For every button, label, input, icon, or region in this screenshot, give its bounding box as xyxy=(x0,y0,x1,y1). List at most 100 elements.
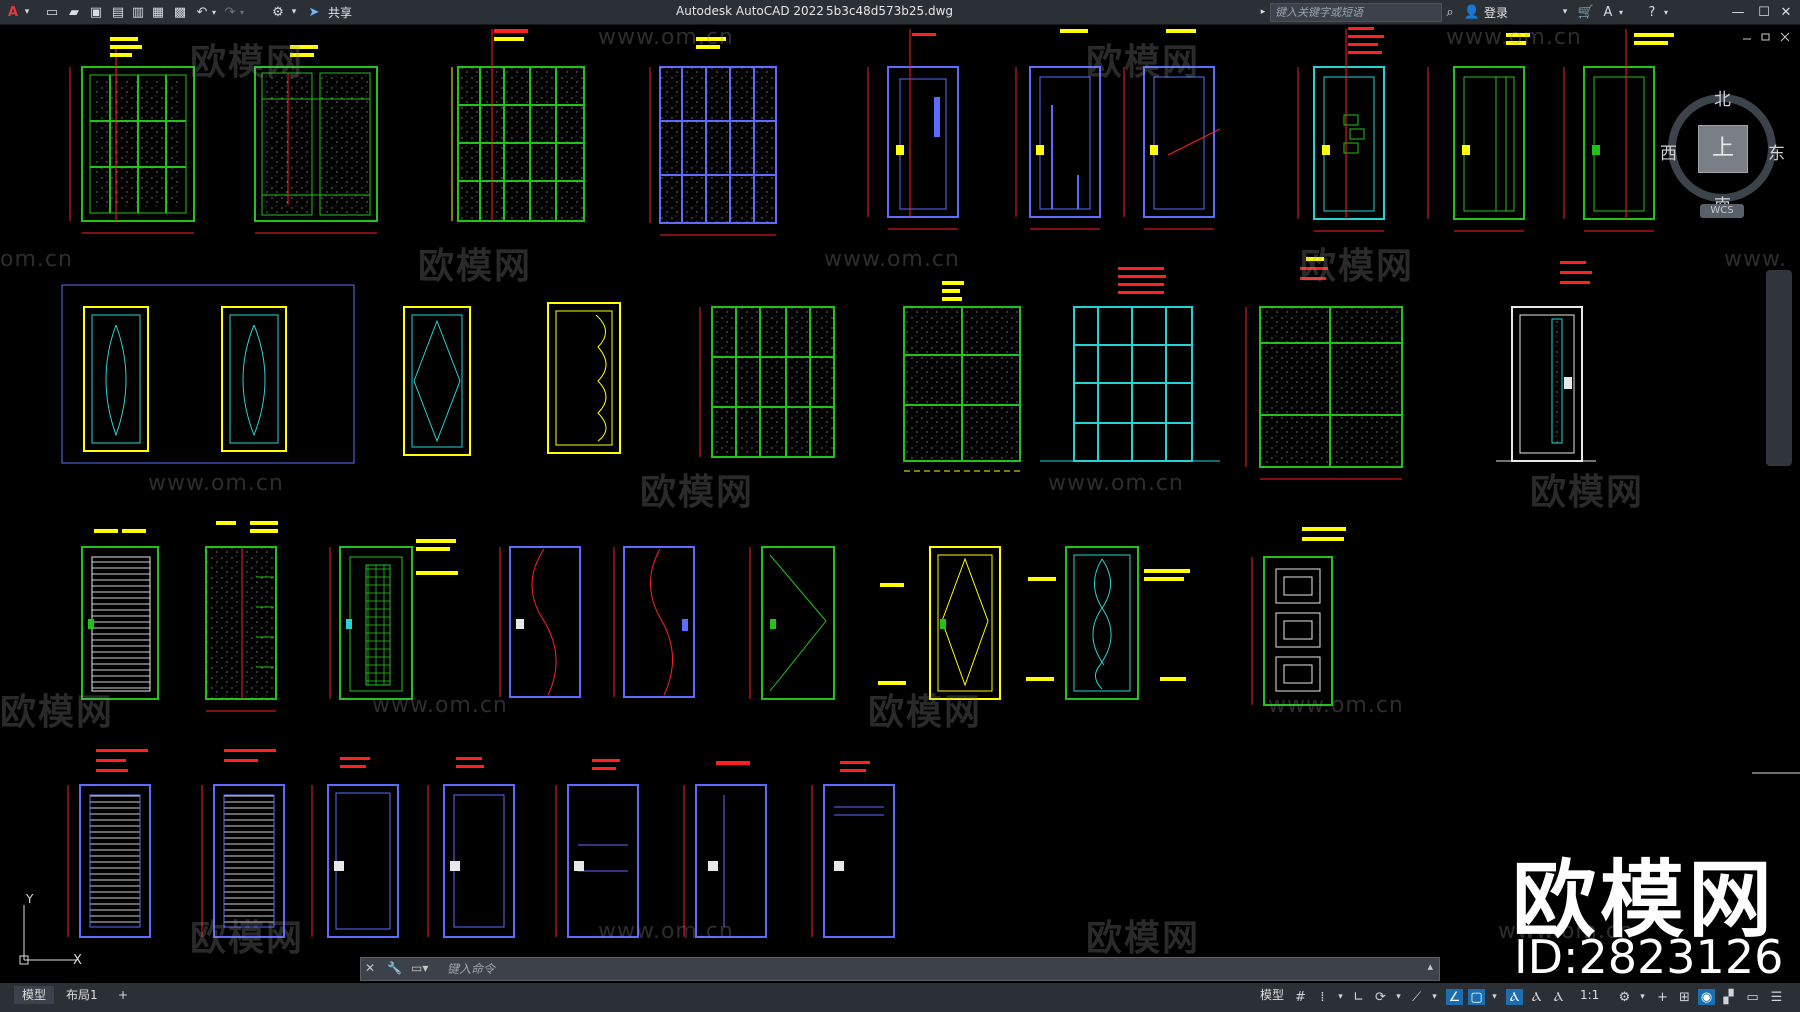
isodraft-icon[interactable]: ⟋ xyxy=(1411,989,1422,1005)
door-elevation-r1-5 xyxy=(867,29,959,230)
viewcube-ring xyxy=(1668,94,1776,202)
status-bar: 模型 布局1 + 模型 # ⁞ ▾ ∟ ⟳ ▾ ⟋ ▾ ∠ ▢ ▾ Ⲁ Ⲁ Ⲁ … xyxy=(0,983,1800,1012)
wcs-button[interactable]: WCS xyxy=(1700,204,1744,218)
door-elevation-r1-8 xyxy=(1297,27,1385,232)
drawing-canvas[interactable]: Y X 欧模网 欧模网 欧模网 欧模网 欧模网 欧模网 欧模网 欧模网 欧模网 … xyxy=(0,25,1800,983)
undo-icon[interactable]: ↶ xyxy=(196,4,208,20)
close-icon[interactable]: ✕ xyxy=(1780,4,1792,20)
door-elevation-r4-6 xyxy=(683,761,767,938)
auto-scale-icon[interactable]: Ⲁ xyxy=(1531,989,1542,1005)
door-elevation-r3-8 xyxy=(1065,546,1190,700)
grid-display-icon[interactable]: # xyxy=(1295,989,1306,1005)
viewcube-north-label[interactable]: 北 xyxy=(1714,90,1731,110)
add-layout-button[interactable]: + xyxy=(118,988,129,1002)
watermark-url-partial: om.cn xyxy=(0,247,73,272)
maximize-icon[interactable]: ☐ xyxy=(1758,4,1770,20)
redo-dropdown-icon[interactable]: ▾ xyxy=(239,7,244,17)
share-label[interactable]: 共享 xyxy=(328,6,353,20)
customization-menu-icon[interactable]: ☰ xyxy=(1770,989,1783,1005)
drawing-svg: Y X xyxy=(19,27,1800,968)
tab-layout1[interactable]: 布局1 xyxy=(66,988,98,1002)
door-elevation-r3-7 xyxy=(929,546,1056,700)
app-menu-chevron-icon[interactable]: ▾ xyxy=(24,7,30,17)
user-icon[interactable]: 👤 xyxy=(1463,4,1481,20)
redo-icon[interactable]: ↷ xyxy=(224,4,236,20)
snap-mode-icon[interactable]: ⁞ xyxy=(1320,989,1325,1005)
door-elevation-r3-1 xyxy=(81,529,159,700)
help-icon[interactable]: ? xyxy=(1648,4,1656,20)
command-input[interactable]: 键入命令 xyxy=(447,962,496,976)
new-file-icon[interactable]: ▭ xyxy=(45,4,59,20)
viewcube-top-face[interactable]: 上 xyxy=(1698,125,1748,173)
viewcube[interactable]: 北 南 西 东 上 WCS xyxy=(1658,70,1788,220)
plot-icon[interactable]: ▩ xyxy=(173,4,187,20)
polar-dropdown-icon[interactable]: ▾ xyxy=(1396,992,1401,1002)
model-space-toggle[interactable]: 模型 xyxy=(1260,988,1285,1002)
app-store-icon[interactable]: A xyxy=(1603,4,1613,20)
annotation-visibility-icon[interactable]: Ⲁ xyxy=(1506,989,1523,1005)
workspace-icon[interactable]: ⚙ xyxy=(272,4,284,20)
app-store-dropdown-icon[interactable]: ▾ xyxy=(1618,7,1623,17)
navigation-bar[interactable] xyxy=(1766,270,1792,466)
door-elevation-r1-3 xyxy=(451,29,585,222)
customize-toolbar-icon[interactable]: ▾ xyxy=(291,7,297,17)
watermark-url-partial-right: www. xyxy=(1724,247,1787,272)
brand-id-label: ID:2823126 xyxy=(1514,930,1784,983)
open-folder-icon[interactable]: ▰ xyxy=(69,4,79,20)
object-snap-icon[interactable]: ▢ xyxy=(1468,989,1485,1005)
command-line[interactable]: ✕ 🔧 ▭▾ 键入命令 ▴ xyxy=(360,957,1440,981)
watermark-text: 欧模网 xyxy=(868,692,983,733)
viewcube-east-label[interactable]: 东 xyxy=(1768,144,1785,164)
snap-dropdown-icon[interactable]: ▾ xyxy=(1338,992,1343,1002)
tab-model[interactable]: 模型 xyxy=(14,986,55,1004)
door-elevation-r2-5 xyxy=(903,281,1021,472)
watermark-text: 欧模网 xyxy=(0,692,115,733)
minimize-icon[interactable]: — xyxy=(1731,4,1745,20)
title-bar: A ▾ ▭ ▰ ▣ ▤ ▥ ▦ ▩ ↶ ▾ ↷ ▾ ⚙ ▾ ➤ 共享 Autod… xyxy=(0,0,1800,25)
hardware-acceleration-icon[interactable]: ▞ xyxy=(1723,989,1734,1005)
save-icon[interactable]: ▣ xyxy=(89,4,103,20)
annotation-monitor-icon[interactable]: + xyxy=(1657,989,1668,1005)
save-web-icon[interactable]: ▦ xyxy=(151,4,165,20)
open-web-icon[interactable]: ▥ xyxy=(131,4,145,20)
watermark-url: www.om.cn xyxy=(372,693,508,718)
recent-commands-icon[interactable]: ▭▾ xyxy=(411,961,429,975)
save-as-icon[interactable]: ▤ xyxy=(111,4,125,20)
isodraft-dropdown-icon[interactable]: ▾ xyxy=(1432,992,1437,1002)
login-label[interactable]: 登录 xyxy=(1484,6,1509,20)
app-title: Autodesk AutoCAD 2022 xyxy=(676,4,824,18)
undo-dropdown-icon[interactable]: ▾ xyxy=(211,7,216,17)
help-dropdown-icon[interactable]: ▾ xyxy=(1663,7,1668,17)
door-elevation-r2-1 xyxy=(61,284,355,464)
watermark-text: 欧模网 xyxy=(1300,246,1415,287)
watermark-url: www.om.cn xyxy=(1268,693,1404,718)
door-elevation-r1-4 xyxy=(649,37,777,236)
door-elevation-r3-2 xyxy=(205,521,278,712)
login-dropdown-icon[interactable]: ▾ xyxy=(1562,7,1568,17)
command-line-close-icon[interactable]: ✕ xyxy=(365,961,376,975)
clean-screen-icon[interactable]: ▭ xyxy=(1746,989,1759,1005)
units-icon[interactable]: ⊞ xyxy=(1679,989,1690,1005)
watermark-url: www.om.cn xyxy=(1446,25,1582,50)
command-line-customize-icon[interactable]: 🔧 xyxy=(387,961,402,975)
command-history-chevron-icon[interactable]: ▴ xyxy=(1427,960,1433,973)
isolate-objects-icon[interactable]: ◉ xyxy=(1698,989,1715,1005)
workspace-switching-icon[interactable]: ⚙ xyxy=(1618,989,1631,1005)
annotation-scale-value[interactable]: 1:1 xyxy=(1580,988,1600,1002)
share-icon[interactable]: ➤ xyxy=(308,4,320,20)
viewport-controls[interactable] xyxy=(1743,32,1790,42)
door-elevation-r1-6 xyxy=(1015,29,1101,230)
object-snap-dropdown-icon[interactable]: ▾ xyxy=(1492,992,1497,1002)
polar-tracking-icon[interactable]: ⟳ xyxy=(1375,989,1386,1005)
search-icon[interactable]: ⌕ xyxy=(1446,4,1454,20)
search-expand-icon[interactable]: ▸ xyxy=(1260,7,1266,17)
door-elevation-r1-7 xyxy=(1123,29,1221,230)
ortho-mode-icon[interactable]: ∟ xyxy=(1353,989,1364,1005)
search-input[interactable]: 键入关键字或短语 xyxy=(1270,3,1442,22)
annotation-scale-icon[interactable]: Ⲁ xyxy=(1553,989,1564,1005)
object-snap-tracking-icon[interactable]: ∠ xyxy=(1446,989,1463,1005)
cart-icon[interactable]: 🛒 xyxy=(1577,4,1595,20)
workspace-dropdown-icon[interactable]: ▾ xyxy=(1640,992,1645,1002)
autocad-logo-icon[interactable]: A xyxy=(7,4,19,20)
viewcube-west-label[interactable]: 西 xyxy=(1660,144,1677,164)
